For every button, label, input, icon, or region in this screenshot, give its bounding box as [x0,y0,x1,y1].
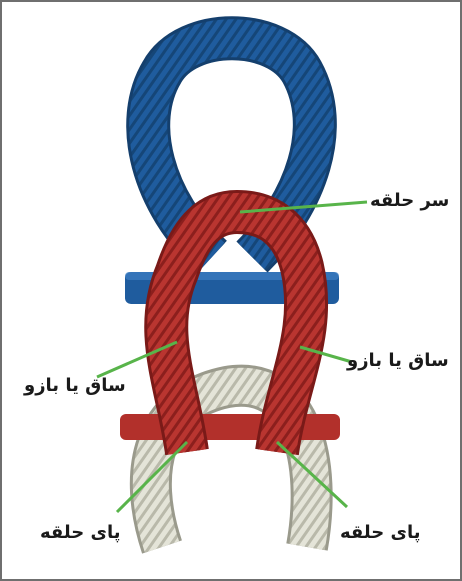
label-leg-right: ساق یا بازو [347,352,449,370]
label-head: سر حلقه [370,192,449,210]
red-cross-pin [120,414,340,440]
label-foot-left: پای حلقه [40,524,120,542]
label-foot-right: پای حلقه [340,524,420,542]
label-leg-left: ساق یا بازو [24,377,126,395]
